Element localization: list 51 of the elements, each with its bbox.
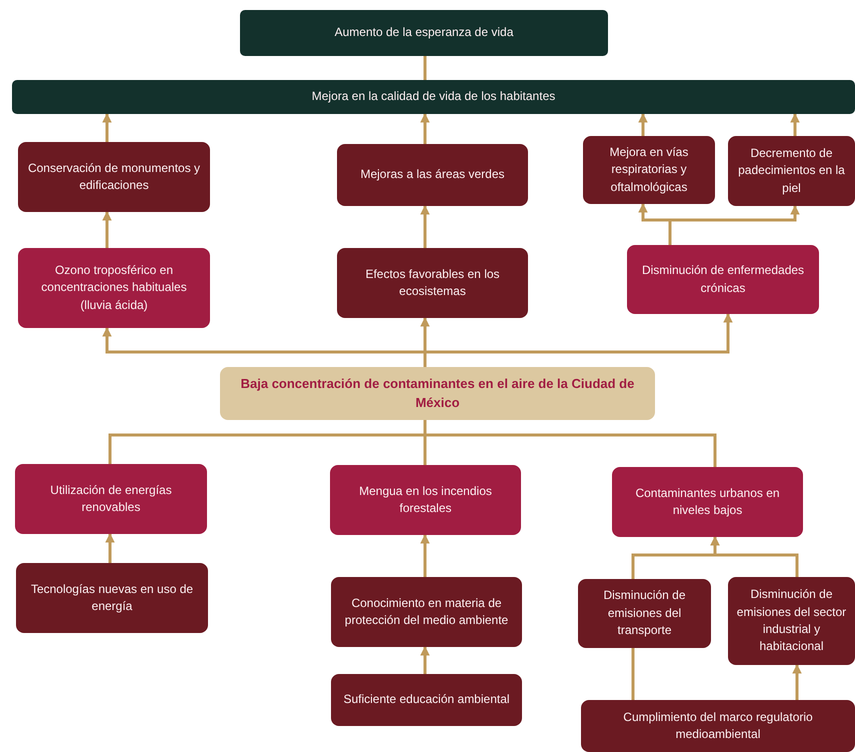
- process-box: [627, 245, 819, 314]
- process-box: [331, 674, 522, 726]
- outcome-box: [240, 10, 608, 56]
- box-label: Mejora en la calidad de vida de los habitantes: [312, 88, 556, 106]
- process-box: [18, 248, 210, 328]
- connector-arrow: [102, 113, 112, 142]
- process-box: [331, 577, 522, 647]
- box-label: Mengua en los incendios forestales: [358, 482, 493, 517]
- box-label: Aumento de la esperanza de vida: [334, 24, 514, 42]
- connector-arrow: [102, 211, 112, 248]
- process-box: [583, 136, 715, 204]
- box-label: Mejora en vías respiratorias y oftalmológicas: [608, 144, 690, 196]
- box-label: Tecnologías nuevas en uso de energía: [30, 580, 194, 615]
- process-box: [16, 563, 208, 633]
- box-label: Cumplimiento del marco regulatorio medioambiental: [622, 708, 814, 743]
- outcome-box: [12, 80, 855, 114]
- box-label: Contaminantes urbanos en niveles bajos: [634, 484, 781, 519]
- box-label: Baja concentración de contaminantes en el aire de la Ciudad de México: [240, 374, 636, 412]
- process-box: [18, 142, 210, 212]
- connector-arrow: [792, 664, 802, 700]
- process-box: [728, 136, 855, 206]
- box-label: Disminución de emisiones del sector industrial y habitacional: [736, 586, 847, 656]
- connector-arrow: [105, 533, 115, 563]
- connector-arrow: [424, 313, 733, 367]
- connector-arrow: [420, 113, 430, 144]
- connector-arrow: [420, 534, 430, 577]
- process-box: [15, 464, 207, 534]
- box-label: Conocimiento en materia de protección del medio ambiente: [344, 594, 510, 629]
- box-label: Disminución de enfermedades crónicas: [640, 262, 806, 296]
- process-box: [728, 577, 855, 665]
- process-box: [612, 467, 803, 537]
- connector-arrow: [790, 113, 800, 136]
- box-label: Mejoras a las áreas verdes: [360, 166, 505, 184]
- box-label: Suficiente educación ambiental: [343, 691, 510, 708]
- box-label: Decremento de padecimientos en la piel: [737, 144, 846, 197]
- connector-arrow: [638, 113, 648, 136]
- process-box: [330, 465, 521, 535]
- connector-arrow: [710, 536, 798, 577]
- box-label: Conservación de monumentos y edificaciones: [26, 160, 202, 194]
- box-label: Utilización de energías renovables: [49, 482, 173, 516]
- process-box: [581, 700, 855, 752]
- central-box: [220, 367, 655, 420]
- box-label: Disminución de emisiones del transporte: [602, 587, 687, 640]
- connector-arrow: [668, 205, 800, 245]
- connector-arrow: [420, 205, 430, 248]
- process-box: [337, 144, 528, 206]
- process-box: [337, 248, 528, 318]
- box-label: Ozono troposférico en concentraciones habituales (lluvia ácida): [40, 262, 188, 314]
- process-box: [578, 579, 711, 648]
- box-label: Efectos favorables en los ecosistemas: [364, 266, 501, 300]
- connector-arrow: [420, 646, 430, 674]
